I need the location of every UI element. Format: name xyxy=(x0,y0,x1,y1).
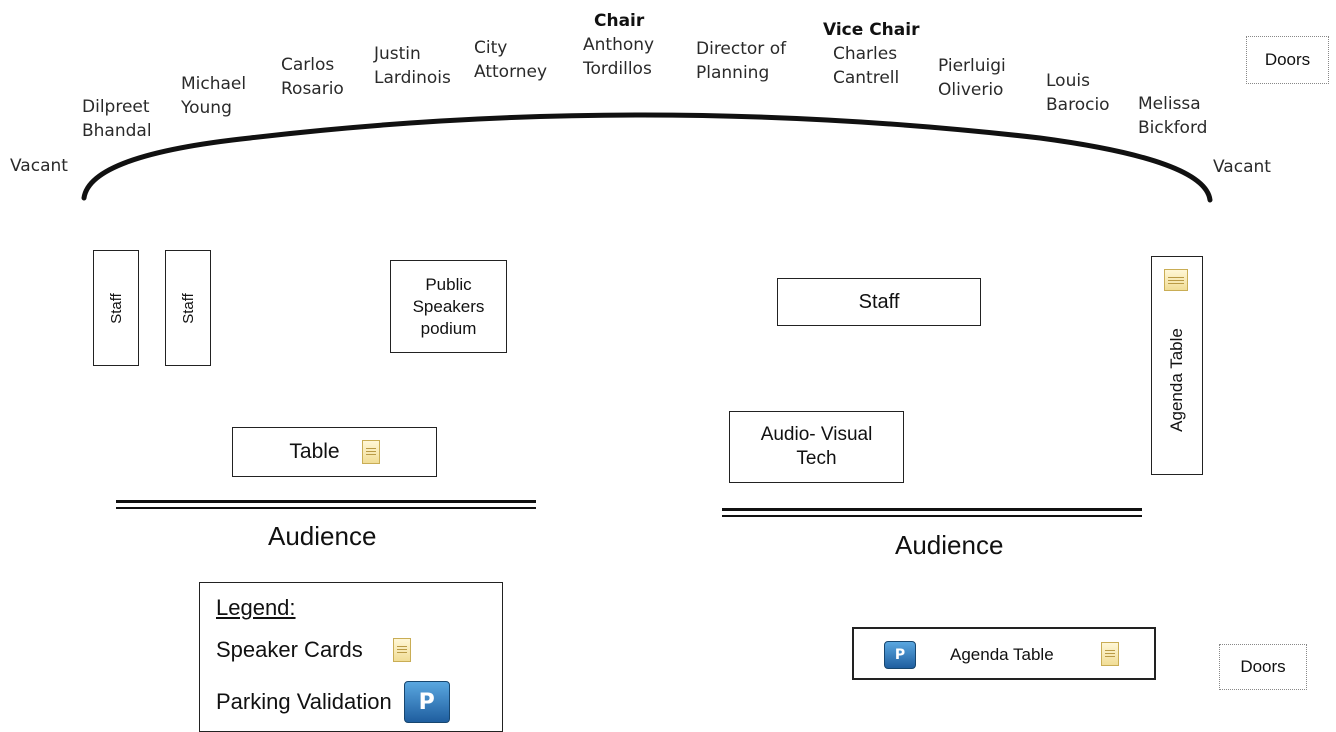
staff-table-left-1: Staff xyxy=(93,250,139,366)
seat-vacant-left: Vacant xyxy=(10,156,68,176)
role-label-vice-chair: Vice Chair xyxy=(823,20,920,40)
staff-table-right: Staff xyxy=(777,278,981,326)
audience-label-right: Audience xyxy=(895,530,1004,560)
audio-visual-tech: Audio- Visual Tech xyxy=(729,411,904,483)
seat-vice-chair-charles-cantrell: Vice Chair Charles Cantrell xyxy=(823,20,920,88)
doors-top: Doors xyxy=(1246,36,1329,84)
parking-validation-icon: P xyxy=(403,681,450,723)
legend-parking-validation: Parking Validation P xyxy=(216,681,450,723)
audience-divider-left xyxy=(116,500,536,509)
parking-validation-icon: P xyxy=(884,641,916,669)
legend-title: Legend: xyxy=(216,595,296,620)
document-icon xyxy=(392,638,411,662)
audience-divider-right xyxy=(722,508,1142,517)
audience-label-left: Audience xyxy=(268,521,377,551)
seat-vacant-right: Vacant xyxy=(1213,157,1271,177)
legend-speaker-cards: Speaker Cards xyxy=(216,637,411,663)
document-icon xyxy=(1101,642,1119,666)
role-label-chair: Chair xyxy=(594,11,645,31)
folder-icon xyxy=(1164,269,1188,291)
public-speakers-podium: Public Speakers podium xyxy=(390,260,507,353)
speaker-card-table: Table xyxy=(232,427,437,477)
agenda-table-bottom: P Agenda Table xyxy=(852,627,1156,680)
legend: Legend: Speaker Cards Parking Validation… xyxy=(199,582,503,732)
doors-bottom: Doors xyxy=(1219,644,1307,690)
staff-table-left-2: Staff xyxy=(165,250,211,366)
agenda-table-vertical: Agenda Table xyxy=(1151,256,1203,475)
document-icon xyxy=(361,440,380,464)
